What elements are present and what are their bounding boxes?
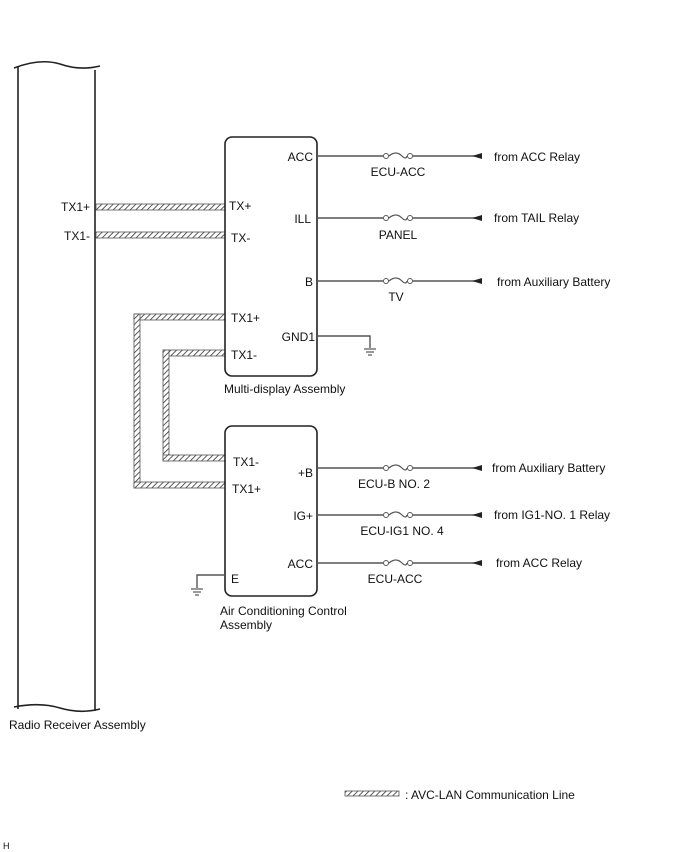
md-circuit-b: TV from Auxiliary Battery xyxy=(317,275,610,304)
ac-pin-e: E xyxy=(231,572,239,586)
arrow-left-icon xyxy=(472,278,482,284)
arrow-left-icon xyxy=(472,465,482,471)
source-label: from ACC Relay xyxy=(496,556,582,570)
multi-display-box xyxy=(224,136,318,377)
fuse-terminal xyxy=(407,278,413,284)
md-pin-tx1p: TX1+ xyxy=(231,311,260,325)
footer-code: H xyxy=(3,841,10,851)
fuse-label: ECU-IG1 NO. 4 xyxy=(360,524,444,538)
fuse-terminal xyxy=(383,560,389,566)
radio-receiver-label: Radio Receiver Assembly xyxy=(9,718,146,732)
fuse-icon xyxy=(388,152,408,159)
lan-outer-bottom xyxy=(133,481,226,489)
lan-line-tx1m-txm xyxy=(95,231,226,239)
ac-pin-acc: ACC xyxy=(288,557,314,571)
ac-label-line2: Assembly xyxy=(220,618,272,632)
lan-outer-vertical xyxy=(133,313,141,489)
break-wave-bottom xyxy=(13,703,101,713)
fuse-icon xyxy=(388,511,408,518)
arrow-left-icon xyxy=(472,215,482,221)
radio-pin-tx1p: TX1+ xyxy=(61,200,90,214)
fuse-label: ECU-ACC xyxy=(368,572,423,586)
arrow-left-icon xyxy=(472,560,482,566)
fuse-terminal xyxy=(383,278,389,284)
lan-inner-bottom xyxy=(162,454,226,462)
ac-circuit-e xyxy=(190,574,225,596)
source-label: from TAIL Relay xyxy=(494,211,579,225)
fuse-label: TV xyxy=(388,290,403,304)
ground-icon xyxy=(363,348,377,356)
source-label: from ACC Relay xyxy=(494,150,580,164)
md-circuit-acc: ECU-ACC from ACC Relay xyxy=(317,150,580,179)
fuse-icon xyxy=(388,214,408,221)
arrow-left-icon xyxy=(472,512,482,518)
source-label: from IG1-NO. 1 Relay xyxy=(494,508,610,522)
ac-circuit-ig: ECU-IG1 NO. 4 from IG1-NO. 1 Relay xyxy=(317,508,610,538)
fuse-terminal xyxy=(383,512,389,518)
fuse-terminal xyxy=(407,153,413,159)
ac-label-line1: Air Conditioning Control xyxy=(220,604,347,618)
fuse-terminal xyxy=(407,512,413,518)
ac-box xyxy=(224,425,318,597)
multi-display-assembly: TX+ TX- TX1+ TX1- ACC ILL B GND1 Multi-d… xyxy=(224,136,345,396)
arrow-left-icon xyxy=(472,153,482,159)
md-pin-b: B xyxy=(305,275,313,289)
ac-pin-tx1m: TX1- xyxy=(233,455,259,469)
avc-lan-radio-to-multidisplay xyxy=(95,203,226,239)
lan-inner-vertical xyxy=(162,349,170,462)
break-wave-top xyxy=(13,60,101,69)
fuse-icon xyxy=(388,559,408,566)
fuse-terminal xyxy=(383,465,389,471)
fuse-terminal xyxy=(407,215,413,221)
fuse-label: PANEL xyxy=(379,228,418,242)
md-pin-tx1m: TX1- xyxy=(231,348,257,362)
fuse-icon xyxy=(388,277,408,284)
md-pin-acc: ACC xyxy=(288,150,314,164)
fuse-terminal xyxy=(407,560,413,566)
ac-pin-tx1p: TX1+ xyxy=(232,482,261,496)
radio-receiver-assembly: Radio Receiver Assembly TX1+ TX1- xyxy=(9,60,146,732)
fuse-terminal xyxy=(383,215,389,221)
legend-label: : AVC-LAN Communication Line xyxy=(405,788,575,802)
md-pin-txm: TX- xyxy=(231,231,250,245)
ac-pin-ig: IG+ xyxy=(293,509,313,523)
ac-pin-plusb: +B xyxy=(298,466,313,480)
md-pin-ill: ILL xyxy=(294,212,311,226)
air-conditioning-control-assembly: TX1- TX1+ E +B IG+ ACC Air Conditioning … xyxy=(220,425,347,632)
legend: : AVC-LAN Communication Line xyxy=(344,788,575,802)
source-label: from Auxiliary Battery xyxy=(492,461,605,475)
avc-lan-multidisplay-to-ac xyxy=(133,313,226,489)
fuse-terminal xyxy=(407,465,413,471)
md-circuit-ill: PANEL from TAIL Relay xyxy=(317,211,579,242)
md-circuit-gnd1 xyxy=(317,335,377,356)
fuse-icon xyxy=(388,464,408,471)
radio-pin-tx1m: TX1- xyxy=(64,229,90,243)
lan-inner-top xyxy=(162,349,226,357)
source-label: from Auxiliary Battery xyxy=(497,275,610,289)
ground-icon xyxy=(190,588,204,596)
md-pin-gnd1: GND1 xyxy=(282,330,316,344)
multi-display-label: Multi-display Assembly xyxy=(224,382,345,396)
legend-hatched-line-icon xyxy=(344,790,400,797)
ac-circuit-plusb: ECU-B NO. 2 from Auxiliary Battery xyxy=(317,461,605,491)
fuse-label: ECU-ACC xyxy=(371,165,426,179)
md-pin-txp: TX+ xyxy=(229,199,251,213)
lan-line-tx1p-txp xyxy=(95,203,226,211)
fuse-label: ECU-B NO. 2 xyxy=(358,477,430,491)
ac-circuit-acc: ECU-ACC from ACC Relay xyxy=(317,556,582,586)
lan-outer-top xyxy=(133,313,226,321)
fuse-terminal xyxy=(383,153,389,159)
